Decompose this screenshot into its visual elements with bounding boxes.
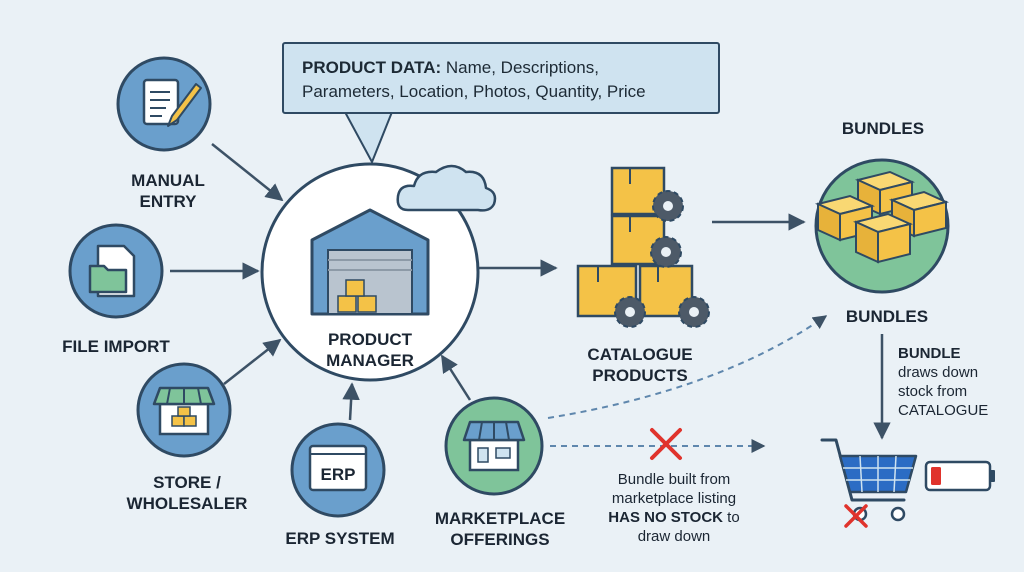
shopping-cart-icon [820,438,918,528]
file-import-node [68,223,164,319]
cloud-icon [396,164,497,212]
arrow-marketplace-to-hub [440,354,472,401]
catalogue-label-line1: CATALOGUE [587,345,693,364]
catalogue-products-icon [576,166,710,328]
hub-label-line1: PRODUCT [328,330,413,349]
callout-text-1: Name, Descriptions, [445,58,599,77]
erp-badge-text: ERP [321,465,356,484]
gear-icon [650,236,682,268]
document-pencil-icon [142,78,202,127]
marketplace-label: MARKETPLACE OFFERINGS [420,508,580,550]
erp-window-icon: ERP [308,444,368,492]
store-wholesaler-label: STORE / WHOLESALER [112,472,262,514]
marketplace-label-line1: MARKETPLACE [434,509,566,528]
no-stock-line3-rest: to [723,509,740,526]
no-stock-line2: marketplace listing [611,490,737,507]
marketplace-label-line2: OFFERINGS [450,530,550,549]
bundle-note-line4: CATALOGUE [898,402,989,419]
store-wholesaler-node [136,362,232,458]
callout-text-2: Parameters, Location, Photos, Quantity, … [302,82,646,101]
arrow-store-to-hub [223,338,282,385]
no-stock-line4: draw down [637,528,711,545]
bundles-label: BUNDLES [845,307,929,326]
no-stock-line1: Bundle built from [617,471,731,488]
gear-icon [678,296,710,328]
bundle-note-line2: draws down [898,364,979,381]
callout-pointer [344,111,393,163]
no-stock-line3: HAS NO STOCK to [584,508,764,527]
product-data-callout: PRODUCT DATA: Name, Descriptions, Parame… [282,42,720,114]
storefront-icon [152,386,216,436]
callout-heading: PRODUCT DATA: [302,58,442,77]
store-label-line2: WHOLESALER [126,494,248,513]
marketplace-node [444,396,544,496]
bundles-title: BUNDLES [841,119,925,138]
bundles-node [814,158,950,294]
bundle-note-line1: BUNDLE [898,345,961,362]
cart-blocked-x-icon [844,504,868,528]
file-import-label: FILE IMPORT [62,337,170,356]
catalogue-label-line2: PRODUCTS [592,366,688,385]
warehouse-icon [310,208,430,316]
hub-label-line2: MANAGER [326,351,414,370]
bundle-drawdown-note: BUNDLE draws down stock from CATALOGUE [898,344,1014,420]
gear-icon [652,190,684,222]
bundle-note-line3: stock from [898,383,968,400]
product-manager-hub [260,162,480,382]
arrow-manual-to-hub [211,143,284,202]
bundle-boxes-icon [814,170,950,264]
no-stock-emphasis: HAS NO STOCK [608,509,724,526]
catalogue-products-label: CATALOGUE PRODUCTS [570,344,710,386]
gear-icon [614,296,646,328]
file-folder-icon [88,244,136,298]
blocked-x-icon [650,428,682,460]
arrow-erp-to-hub [342,382,360,421]
store-label-line1: STORE / [153,473,221,492]
manual-entry-node [116,56,212,152]
manual-entry-label-line2: ENTRY [139,192,197,211]
callout-line1: PRODUCT DATA: Name, Descriptions, [302,56,700,80]
erp-system-node: ERP [290,422,386,518]
marketplace-no-stock-note: Bundle built from marketplace listing HA… [584,470,764,546]
market-stall-icon [462,420,526,472]
dashed-arrow-marketplace-to-bundles [547,315,828,419]
manual-entry-label: MANUAL ENTRY [108,170,228,212]
manual-entry-label-line1: MANUAL [131,171,205,190]
low-battery-icon [924,460,995,492]
erp-system-label: ERP SYSTEM [285,529,395,548]
